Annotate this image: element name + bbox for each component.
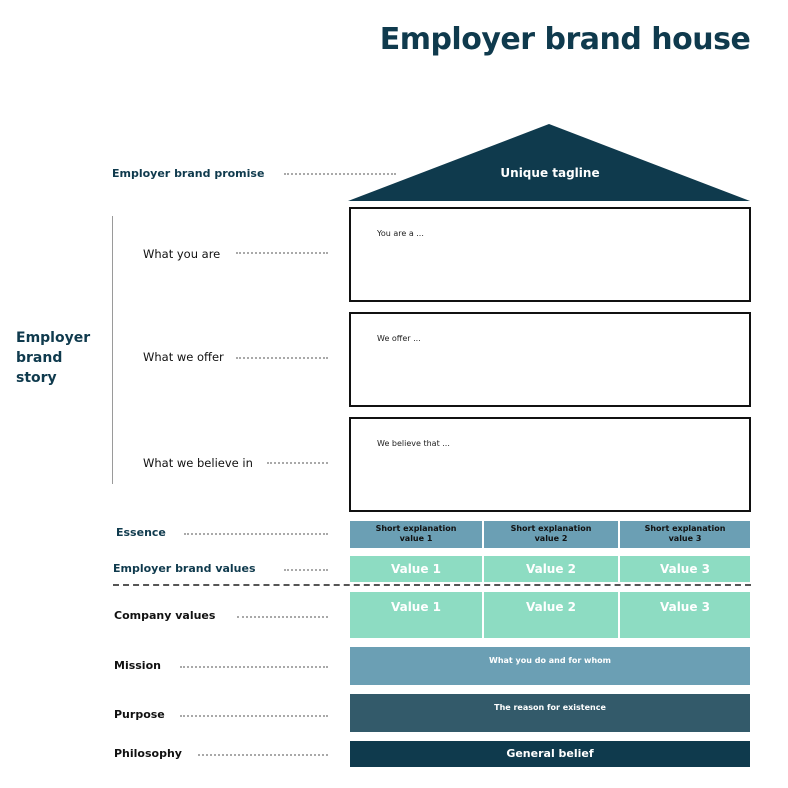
story-label-line-3: story xyxy=(16,370,57,386)
connector-what-we-offer xyxy=(236,357,328,359)
label-what-you-are: What you are xyxy=(143,247,221,261)
philosophy-band: General belief xyxy=(350,741,750,767)
box-we-believe-text: We believe that ... xyxy=(377,439,450,448)
story-label-line-2: brand xyxy=(16,350,63,366)
story-bracket-line xyxy=(112,216,113,484)
divider-dashed xyxy=(113,584,751,586)
connector-philosophy xyxy=(198,754,328,756)
brand-value-3: Value 3 xyxy=(620,556,750,582)
box-we-believe: We believe that ... xyxy=(349,417,751,512)
essence-cell-1-line-2: value 1 xyxy=(399,534,433,543)
essence-cell-1-line-1: Short explanation xyxy=(375,524,457,533)
page-title: Employer brand house xyxy=(379,22,751,57)
brand-value-1: Value 1 xyxy=(350,556,482,582)
essence-cell-3-line-1: Short explanation xyxy=(644,524,726,533)
essence-cell-2-line-1: Short explanation xyxy=(510,524,592,533)
purpose-band: The reason for existence xyxy=(350,694,750,732)
label-philosophy: Philosophy xyxy=(114,747,182,760)
box-you-are: You are a ... xyxy=(349,207,751,302)
essence-cell-2-line-2: value 2 xyxy=(534,534,568,543)
label-essence: Essence xyxy=(116,526,166,539)
connector-employer-brand-values xyxy=(284,569,328,571)
roof-triangle xyxy=(348,124,750,201)
connector-what-you-are xyxy=(236,252,328,254)
connector-company-values xyxy=(237,616,328,618)
label-employer-brand-values: Employer brand values xyxy=(113,562,256,575)
story-label: Employer brand story xyxy=(16,328,90,388)
company-value-1: Value 1 xyxy=(350,592,482,638)
label-what-we-believe: What we believe in xyxy=(143,456,253,470)
connector-mission xyxy=(180,666,328,668)
essence-cell-1: Short explanation value 1 xyxy=(350,521,482,548)
essence-cell-3: Short explanation value 3 xyxy=(620,521,750,548)
box-you-are-text: You are a ... xyxy=(377,229,424,238)
company-value-2: Value 2 xyxy=(484,592,618,638)
label-purpose: Purpose xyxy=(114,708,165,721)
label-what-we-offer: What we offer xyxy=(143,350,224,364)
connector-essence xyxy=(184,533,328,535)
box-we-offer-text: We offer ... xyxy=(377,334,421,343)
box-we-offer: We offer ... xyxy=(349,312,751,407)
connector-promise xyxy=(284,173,396,175)
label-company-values: Company values xyxy=(114,609,216,622)
company-value-3: Value 3 xyxy=(620,592,750,638)
connector-purpose xyxy=(180,715,328,717)
essence-cell-3-line-2: value 3 xyxy=(668,534,702,543)
connector-what-we-believe xyxy=(267,462,328,464)
brand-value-2: Value 2 xyxy=(484,556,618,582)
label-promise: Employer brand promise xyxy=(112,167,265,180)
story-label-line-1: Employer xyxy=(16,330,91,346)
label-mission: Mission xyxy=(114,659,161,672)
essence-cell-2: Short explanation value 2 xyxy=(484,521,618,548)
roof-tagline: Unique tagline xyxy=(500,166,600,180)
mission-band: What you do and for whom xyxy=(350,647,750,685)
